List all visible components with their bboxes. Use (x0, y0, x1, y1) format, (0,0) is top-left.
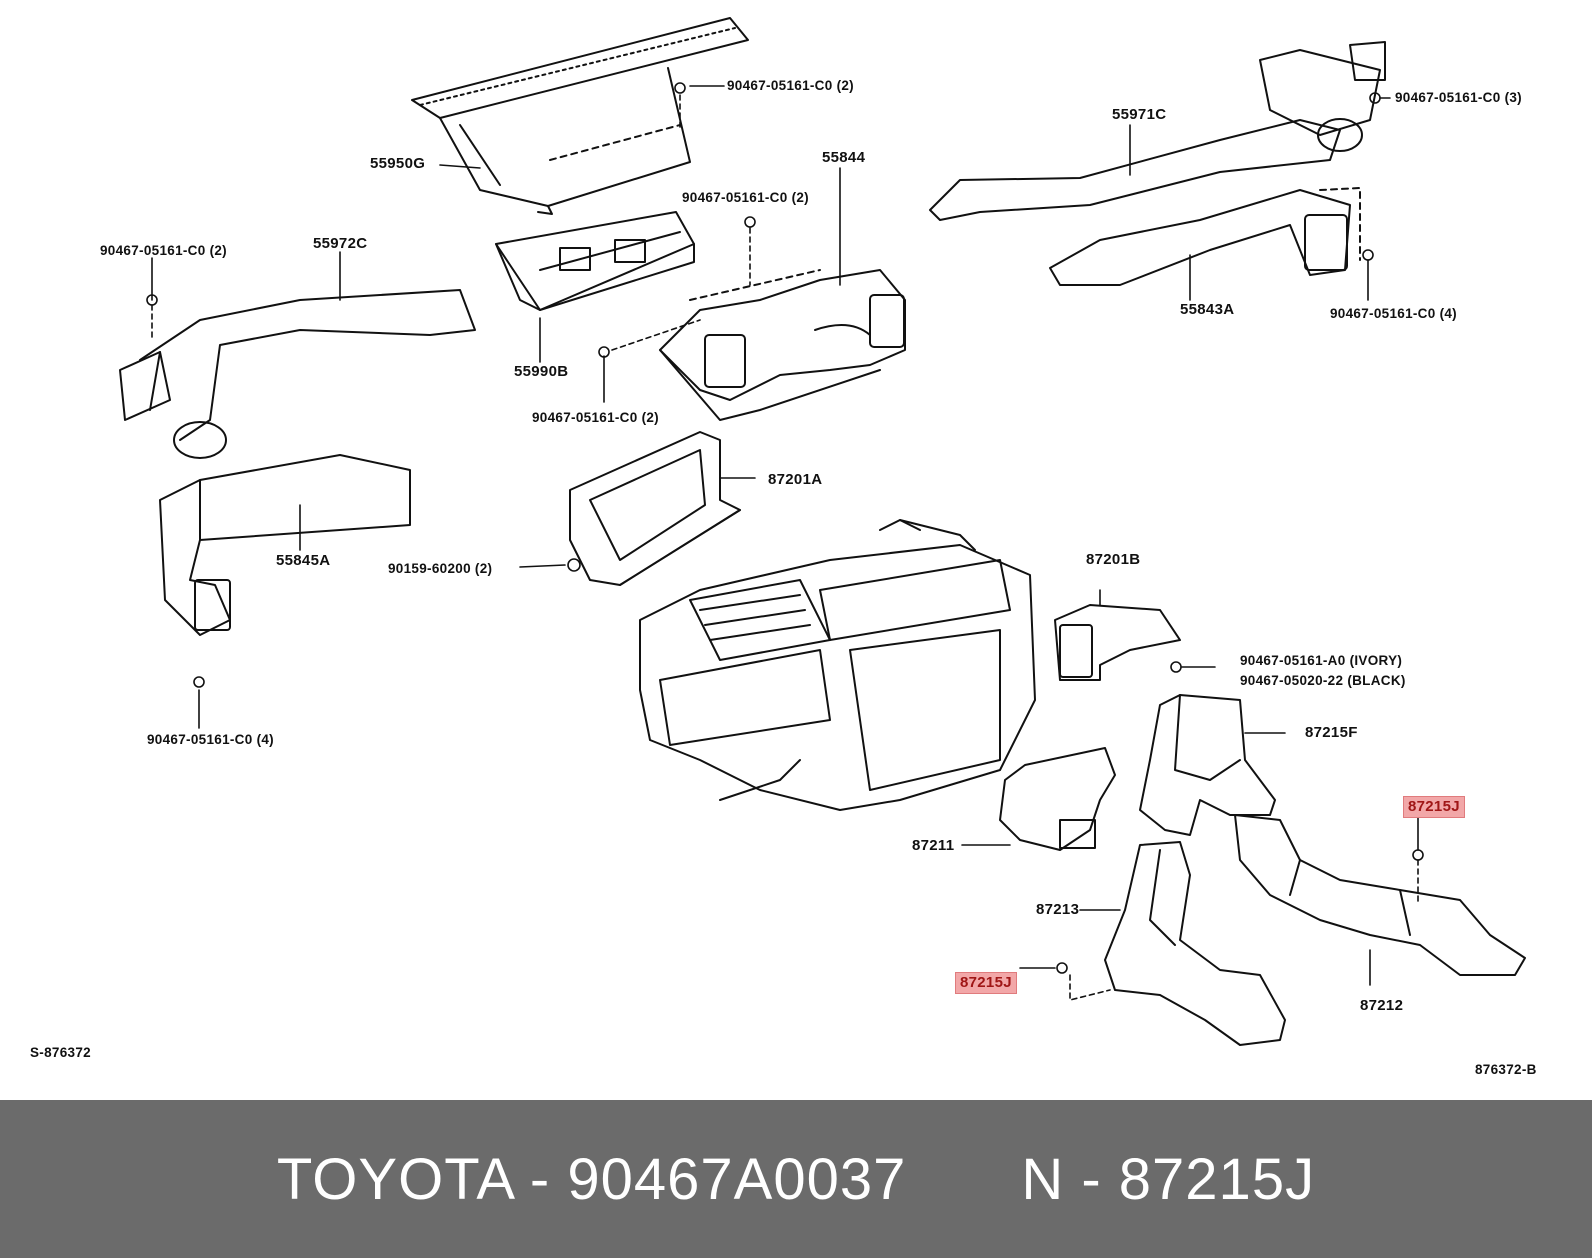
exploded-parts-drawing (119, 17, 1526, 1046)
part-55990b-drawing (495, 211, 695, 311)
screw-label-55950g: 90467-05161-C0 (2) (727, 78, 854, 93)
part-label-55845a: 55845A (276, 552, 331, 569)
heater-unit-drawing (639, 519, 1036, 811)
screw-label-55971c: 90467-05161-C0 (3) (1395, 90, 1522, 105)
part-55972c-drawing (119, 289, 476, 459)
part-55843a-drawing (1049, 187, 1361, 286)
screw-label-55844: 90467-05161-C0 (2) (682, 190, 809, 205)
part-87212-drawing (1234, 814, 1526, 976)
part-55844-drawing (659, 269, 906, 421)
part-55971c-drawing (929, 41, 1386, 221)
part-label-87201b: 87201B (1086, 551, 1141, 568)
screw-label-55845a: 90467-05161-C0 (4) (147, 732, 274, 747)
part-label-55844: 55844 (822, 149, 866, 166)
part-87201b-drawing (1054, 604, 1181, 681)
part-label-55971c: 55971C (1112, 106, 1167, 123)
part-label-87215j-right[interactable]: 87215J (1403, 796, 1465, 818)
footer-ref-part: N - 87215J (1021, 1146, 1316, 1212)
part-label-87213: 87213 (1036, 901, 1080, 918)
diagram-ref-right: 876372-B (1475, 1062, 1537, 1077)
part-label-55972c: 55972C (313, 235, 368, 252)
part-label-87201a: 87201A (768, 471, 823, 488)
screw-label-90159: 90159-60200 (2) (388, 561, 493, 576)
footer-brand-part: TOYOTA - 90467A0037 (276, 1146, 907, 1212)
part-label-55950g: 55950G (370, 155, 426, 172)
screw-label-55972c: 90467-05161-C0 (2) (100, 243, 227, 258)
part-label-87215j-left[interactable]: 87215J (955, 972, 1017, 994)
screw-label-ivory: 90467-05161-A0 (IVORY) (1240, 653, 1403, 668)
part-87211-drawing (999, 747, 1116, 851)
screw-label-55990b: 90467-05161-C0 (2) (532, 410, 659, 425)
part-87213-drawing (1104, 841, 1286, 1046)
part-label-87212: 87212 (1360, 997, 1404, 1014)
screw-label-black: 90467-05020-22 (BLACK) (1240, 673, 1406, 688)
screw-label-55843a: 90467-05161-C0 (4) (1330, 306, 1457, 321)
part-55950g-drawing (411, 17, 749, 215)
diagram-ref-left: S-876372 (30, 1045, 91, 1060)
part-label-55843a: 55843A (1180, 301, 1235, 318)
part-number-footer: TOYOTA - 90467A0037 N - 87215J (0, 1100, 1592, 1258)
part-label-87211: 87211 (912, 837, 955, 854)
part-label-55990b: 55990B (514, 363, 569, 380)
part-87215f-drawing (1139, 694, 1276, 836)
part-87201a-drawing (569, 431, 741, 586)
leader-lines (151, 85, 1419, 1001)
diagram-area: 55950G 90467-05161-C0 (2) 55844 90467-05… (30, 17, 1537, 1077)
part-label-87215f: 87215F (1305, 724, 1358, 741)
screw-icons (146, 82, 1424, 974)
part-55845a-drawing (159, 454, 411, 636)
